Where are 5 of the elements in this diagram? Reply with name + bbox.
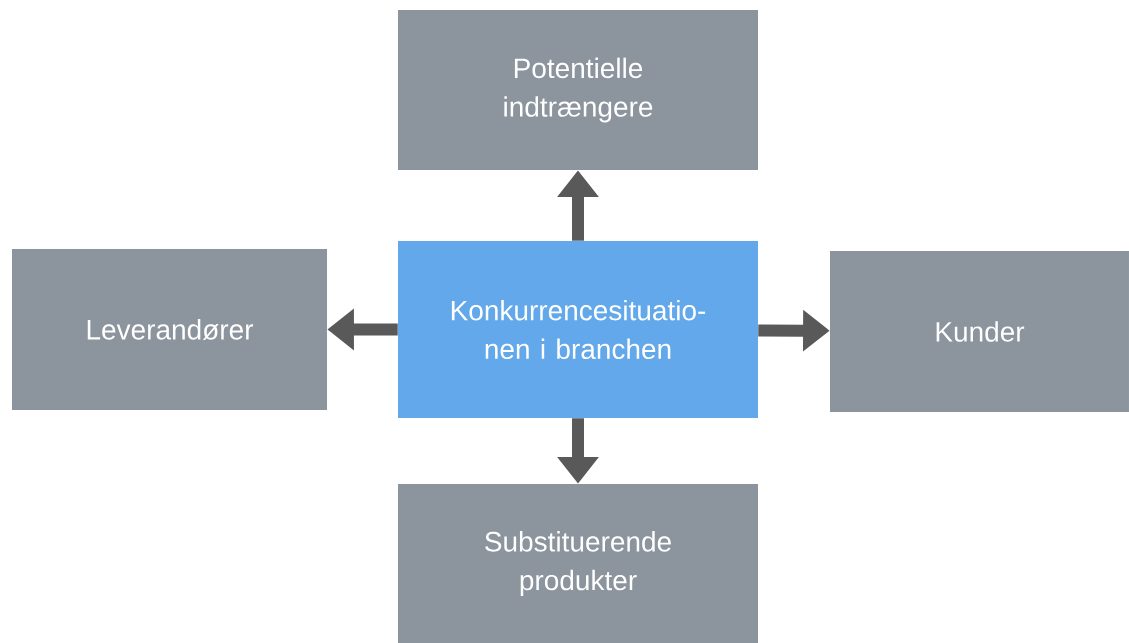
center-box: Konkurrencesituatio- nen i branchen <box>398 241 758 418</box>
process-box: Leverandører <box>12 249 327 410</box>
process-box: Kunder <box>830 251 1129 412</box>
process-box: Potentielle indtrængere <box>398 10 758 170</box>
process-box: Substituerende produkter <box>398 484 758 643</box>
